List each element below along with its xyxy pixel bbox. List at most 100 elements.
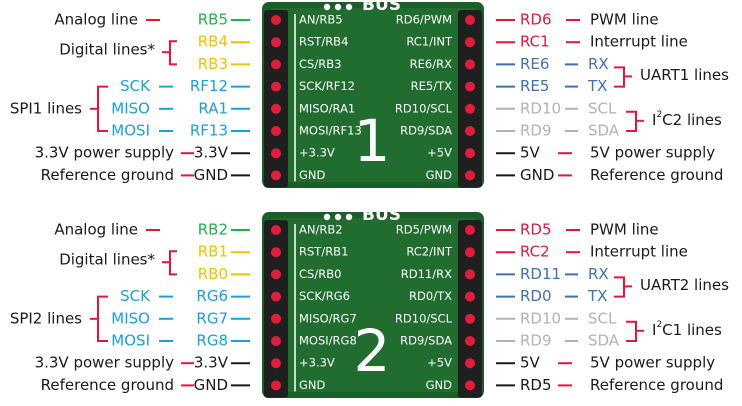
pin-name-right: RD5 <box>520 376 552 394</box>
bus-dot <box>345 213 353 221</box>
desc-power: 3.3V power supply <box>35 144 175 162</box>
i2c-bracket <box>626 320 637 342</box>
board-pin-label-left: +3.3V <box>299 146 335 160</box>
pin-name-left: GND <box>194 166 228 184</box>
pin-name-left: RF13 <box>190 122 228 140</box>
i2c-bracket <box>626 110 637 132</box>
desc-int: Interrupt line <box>590 33 688 51</box>
board-pin-label-left: SCK/RG6 <box>299 289 350 303</box>
board-pin-label-left: GND <box>299 168 326 182</box>
pin-name-right: RD10 <box>520 99 561 117</box>
desc-int: Interrupt line <box>590 243 688 261</box>
left-header-strip <box>264 10 288 188</box>
right-header-strip <box>458 10 482 188</box>
pin-name-left: RG7 <box>196 309 228 327</box>
board-pcb-highlight <box>270 218 476 392</box>
pin-name-left: 3.3V <box>194 354 229 372</box>
header-pin <box>465 15 475 25</box>
desc-pwm: PWM line <box>590 11 659 29</box>
uart-bracket <box>614 276 625 298</box>
desc-ground: Reference ground <box>41 376 174 394</box>
header-pin <box>271 380 281 391</box>
board-pin-label-right: RD9/SDA <box>400 334 452 348</box>
pin-name-right: RD9 <box>520 332 552 350</box>
uart-func-tx: TX <box>587 287 607 305</box>
header-pin <box>465 291 475 302</box>
header-pin <box>465 59 475 70</box>
desc-power: 5V power supply <box>590 144 715 162</box>
i2c-func-scl: SCL <box>588 99 617 117</box>
i2c-func-sda: SDA <box>588 332 620 350</box>
header-pin <box>465 225 475 235</box>
board-pin-label-left: MISO/RG7 <box>299 311 357 325</box>
board-pin-label-right: +5V <box>427 146 452 160</box>
board-pin-label-left: RST/RB1 <box>299 245 348 259</box>
header-pin <box>271 225 281 235</box>
board-pin-label-left: CS/RB3 <box>299 57 341 71</box>
header-pin <box>271 170 281 181</box>
pin-name-right: RC1 <box>520 33 550 51</box>
desc-ground: Reference ground <box>590 376 723 394</box>
pin-name-right: RD9 <box>520 122 552 140</box>
socket-number: 1 <box>354 107 391 175</box>
desc-uart: UART1 lines <box>640 66 729 84</box>
header-pin <box>271 291 281 302</box>
board-pin-label-right: RD11/RX <box>401 267 452 281</box>
pin-name-right: 5V <box>520 354 541 372</box>
header-pin <box>465 148 475 159</box>
board-pin-label-left: AN/RB5 <box>299 13 343 27</box>
i2c-superscript: 2 <box>656 319 662 329</box>
board-pin-label-left: RST/RB4 <box>299 35 348 49</box>
header-pin <box>465 380 475 391</box>
header-pin <box>271 148 281 159</box>
pin-name-left: RG8 <box>196 332 228 350</box>
bus-dot <box>323 3 331 11</box>
i2c-func-scl: SCL <box>588 309 617 327</box>
board-pcb <box>262 212 484 398</box>
bus-label: BUS <box>362 0 401 15</box>
header-pin <box>271 15 281 25</box>
header-pin <box>465 313 475 324</box>
pin-name-right: RD5 <box>520 221 552 239</box>
pin-name-right: RE6 <box>520 55 549 73</box>
desc-digital: Digital lines* <box>59 251 155 269</box>
pin-name-left: GND <box>194 376 228 394</box>
left-header-strip <box>264 220 288 398</box>
pin-name-left: RB2 <box>198 221 228 239</box>
pin-name-left: RB4 <box>198 33 228 51</box>
right-header-strip <box>458 220 482 398</box>
desc-digital: Digital lines* <box>59 41 155 59</box>
spi-func-mosi: MOSI <box>111 122 150 140</box>
header-pin <box>271 336 281 346</box>
header-pin <box>271 103 281 114</box>
header-pin <box>465 103 475 114</box>
pin-name-left: RB5 <box>198 11 228 29</box>
board-pin-label-right: RD6/PWM <box>396 13 452 27</box>
header-pin <box>465 126 475 136</box>
i2c-suffix: C2 lines <box>662 110 722 128</box>
pin-name-left: RB3 <box>198 55 228 73</box>
board-pin-label-right: GND <box>426 168 453 182</box>
i2c-func-sda: SDA <box>588 122 620 140</box>
desc-ground: Reference ground <box>41 166 174 184</box>
header-pin <box>465 336 475 346</box>
digital-bracket <box>169 250 177 276</box>
pin-name-right: 5V <box>520 144 541 162</box>
header-pin <box>465 81 475 92</box>
pin-name-right: RD10 <box>520 309 561 327</box>
board-pin-label-right: RD5/PWM <box>396 223 452 237</box>
pin-name-right: GND <box>520 166 554 184</box>
board-pcb-highlight <box>270 8 476 182</box>
pin-name-left: RG6 <box>196 287 228 305</box>
spi-func-mosi: MOSI <box>111 332 150 350</box>
pin-name-left: RB0 <box>198 265 228 283</box>
pin-name-left: RA1 <box>198 99 228 117</box>
digital-bracket <box>169 40 177 66</box>
desc-pwm: PWM line <box>590 221 659 239</box>
